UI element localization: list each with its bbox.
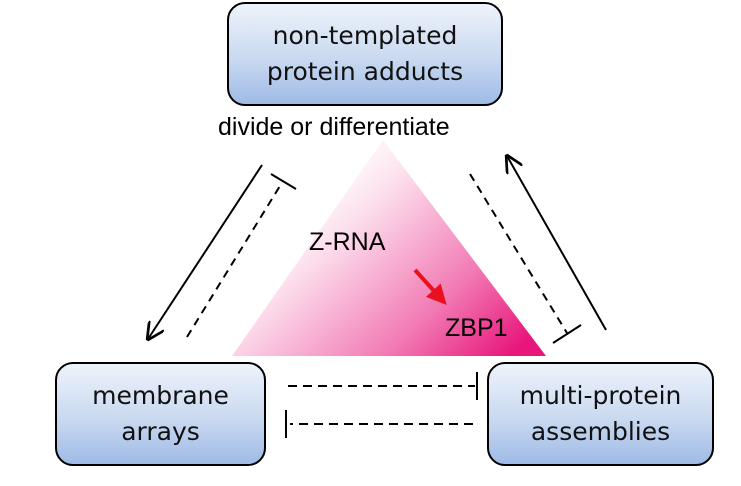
z-rna-to-zbp1-arrow [413,268,447,305]
node-left-line1: membrane [92,380,229,410]
fate-label: divide or differentiate [218,113,450,141]
arrow-multiprotein-to-top [507,156,607,331]
zbp1-label: ZBP1 [445,314,508,342]
inhibit-membrane-to-top [186,180,284,338]
node-left-line2: arrays [121,417,200,446]
node-right-line2: assemblies [530,417,671,446]
node-non-templated-protein-adducts: non-templated protein adducts [227,2,503,106]
node-top-line1: non-templated [272,20,458,50]
inhibit-bar-right [552,324,582,344]
node-membrane-arrays: membrane arrays [55,362,266,466]
zbp1-activation-triangle [232,140,546,356]
arrow-top-to-membrane [148,164,263,339]
node-multi-protein-assemblies: multi-protein assemblies [487,362,714,466]
node-right-line1: multi-protein [519,380,682,410]
z-rna-label: Z-RNA [309,228,386,256]
inhibit-top-to-multiprotein [469,173,568,334]
node-top-line2: protein adducts [266,57,464,86]
inhibit-bar-top-left [270,173,297,190]
